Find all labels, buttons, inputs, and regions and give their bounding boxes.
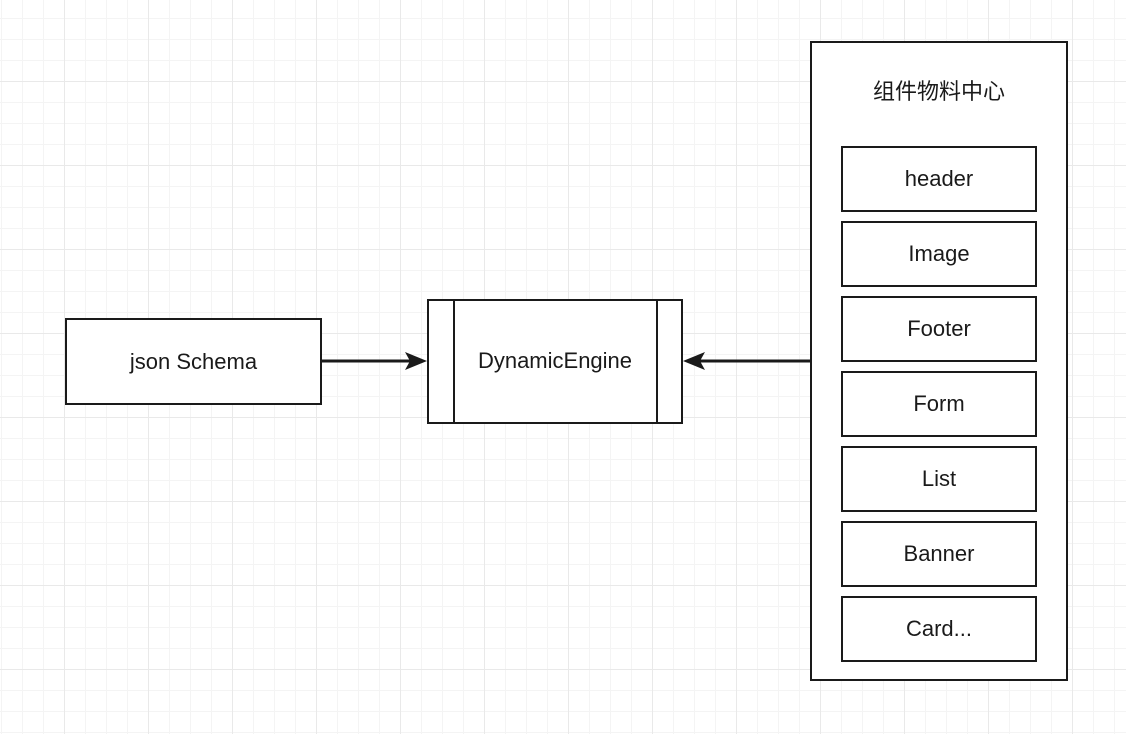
material-center-item-list: header Image Footer Form List Banner Car… bbox=[841, 146, 1037, 662]
material-item-banner[interactable]: Banner bbox=[841, 521, 1037, 587]
material-item-label: header bbox=[904, 166, 974, 191]
material-item-label: Form bbox=[913, 391, 965, 416]
material-item-label: List bbox=[921, 466, 957, 491]
material-item-label: Footer bbox=[907, 316, 971, 341]
material-item-label: Card... bbox=[905, 616, 973, 641]
material-item-list[interactable]: List bbox=[841, 446, 1037, 512]
arrowhead-left-icon bbox=[683, 352, 705, 370]
edge-json-schema-to-dynamic-engine bbox=[322, 352, 427, 370]
material-item-form[interactable]: Form bbox=[841, 371, 1037, 437]
subroutine-bar-left bbox=[453, 301, 455, 422]
material-item-label: Banner bbox=[903, 541, 975, 566]
edge-material-center-to-dynamic-engine bbox=[683, 352, 810, 370]
material-item-footer[interactable]: Footer bbox=[841, 296, 1037, 362]
node-dynamic-engine[interactable]: DynamicEngine bbox=[427, 299, 683, 424]
material-item-header[interactable]: header bbox=[841, 146, 1037, 212]
material-item-image[interactable]: Image bbox=[841, 221, 1037, 287]
material-center-title: 组件物料中心 bbox=[872, 80, 1005, 105]
material-item-card[interactable]: Card... bbox=[841, 596, 1037, 662]
arrowhead-right-icon bbox=[405, 352, 427, 370]
node-json-schema-label: json Schema bbox=[129, 348, 258, 374]
node-material-center[interactable]: 组件物料中心 header Image Footer Form List Ban… bbox=[810, 41, 1068, 681]
material-item-label: Image bbox=[908, 241, 970, 266]
subroutine-bar-right bbox=[656, 301, 658, 422]
node-json-schema[interactable]: json Schema bbox=[65, 318, 322, 405]
node-dynamic-engine-label: DynamicEngine bbox=[477, 347, 633, 373]
